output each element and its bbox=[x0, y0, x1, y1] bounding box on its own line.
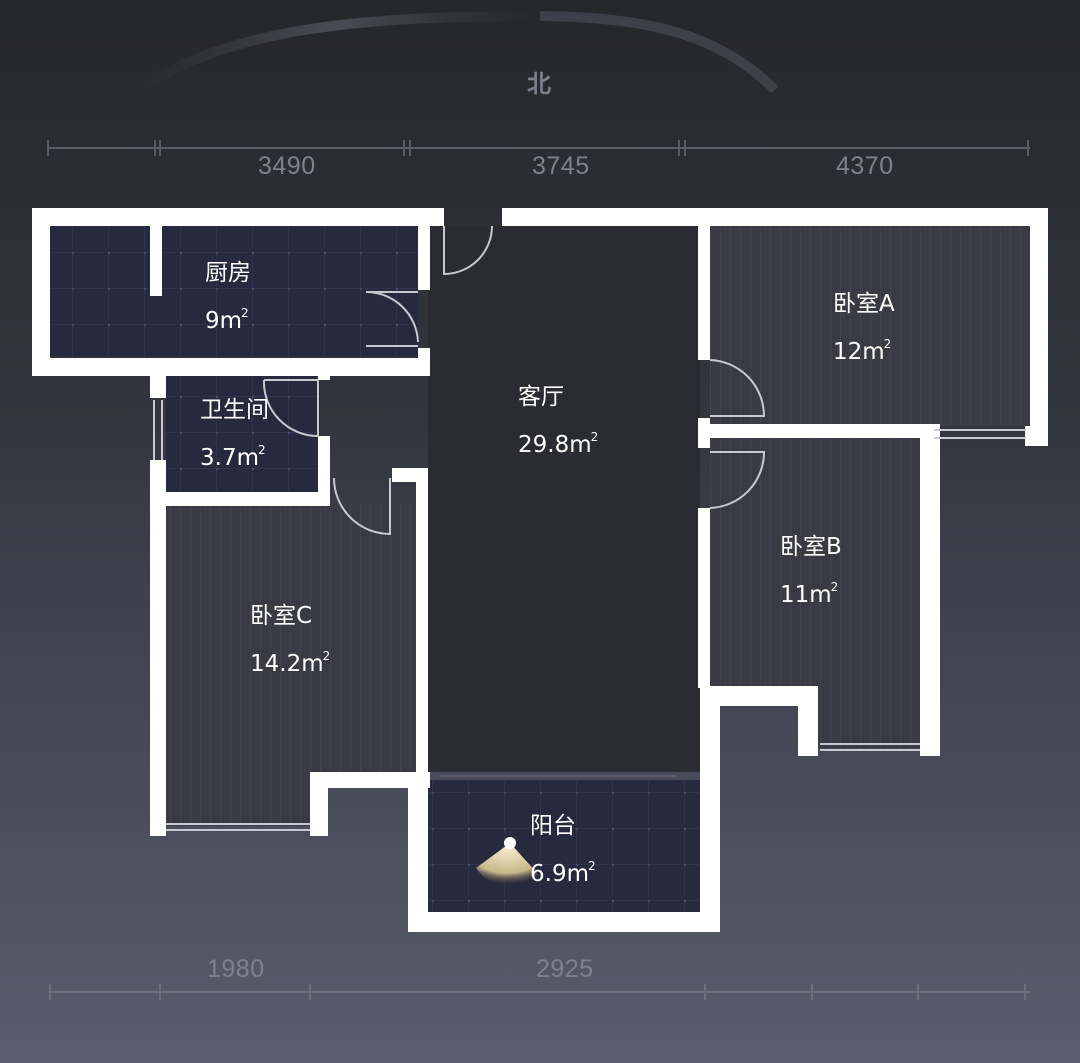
room-name: 卫生间 bbox=[200, 397, 269, 423]
room-balcony[interactable]: 阳台 6.9m2 bbox=[530, 806, 596, 894]
room-area: 3.7m2 bbox=[200, 443, 266, 471]
room-area: 14.2m2 bbox=[250, 649, 331, 677]
kitchen-floor bbox=[50, 226, 418, 356]
bedroom-c-floor bbox=[166, 504, 416, 776]
living-room-floor bbox=[428, 226, 700, 772]
room-area: 29.8m2 bbox=[518, 430, 599, 458]
room-bedroom-b[interactable]: 卧室B 11m2 bbox=[780, 527, 842, 615]
bedroom-a-floor bbox=[710, 226, 1030, 426]
room-name: 厨房 bbox=[205, 260, 251, 286]
bedroom-c-floor-ext bbox=[166, 776, 310, 826]
bedroom-b-floor-ext bbox=[818, 686, 932, 748]
room-name: 阳台 bbox=[530, 813, 576, 839]
camera-view-icon bbox=[476, 837, 538, 887]
room-area: 11m2 bbox=[780, 580, 839, 608]
room-kitchen[interactable]: 厨房 9m2 bbox=[205, 253, 251, 341]
room-bedroom-c[interactable]: 卧室C 14.2m2 bbox=[250, 596, 330, 684]
balcony-floor bbox=[428, 780, 700, 912]
dimension-top-3: 4370 bbox=[836, 152, 894, 180]
dimension-bottom-1: 1980 bbox=[207, 955, 265, 983]
room-bedroom-a[interactable]: 卧室A 12m2 bbox=[833, 284, 895, 372]
room-living-room[interactable]: 客厅 29.8m2 bbox=[518, 377, 598, 465]
room-bathroom[interactable]: 卫生间 3.7m2 bbox=[200, 390, 269, 478]
room-area: 12m2 bbox=[833, 337, 892, 365]
room-area: 6.9m2 bbox=[530, 859, 596, 887]
dimension-bottom-2: 2925 bbox=[536, 955, 594, 983]
bedroom-b-floor bbox=[710, 436, 932, 686]
room-name: 卧室C bbox=[250, 603, 313, 629]
compass-north-label: 北 bbox=[527, 70, 551, 98]
room-name: 客厅 bbox=[518, 384, 564, 410]
room-name: 卧室B bbox=[780, 534, 842, 560]
room-area: 9m2 bbox=[205, 306, 249, 334]
compass-arc-icon bbox=[126, 11, 779, 100]
dimension-top-2: 3745 bbox=[532, 152, 590, 180]
dimension-top-1: 3490 bbox=[258, 152, 316, 180]
room-name: 卧室A bbox=[833, 291, 895, 317]
